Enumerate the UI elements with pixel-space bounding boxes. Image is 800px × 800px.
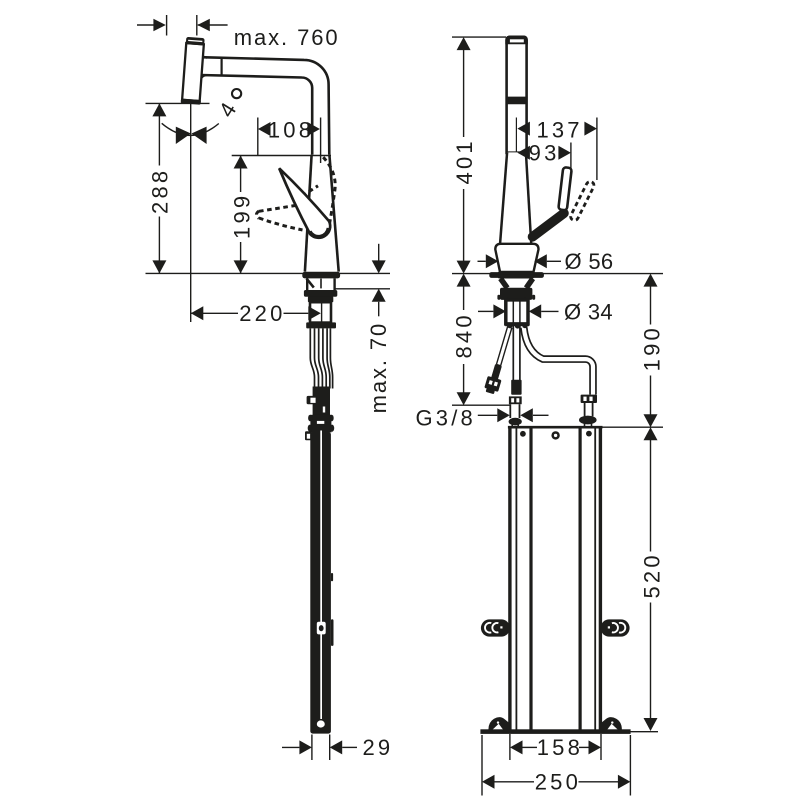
svg-text:max. 70: max. 70 [366, 322, 391, 414]
svg-text:Ø 34: Ø 34 [564, 299, 613, 324]
svg-text:137: 137 [536, 117, 582, 142]
svg-text:401: 401 [452, 138, 477, 184]
svg-text:220: 220 [239, 301, 285, 326]
svg-text:250: 250 [535, 770, 581, 795]
svg-text:max. 760: max. 760 [234, 25, 340, 50]
svg-text:29: 29 [363, 735, 394, 760]
svg-text:Ø 56: Ø 56 [565, 249, 614, 274]
svg-text:G3/8: G3/8 [416, 405, 477, 430]
svg-text:108: 108 [268, 118, 314, 143]
svg-text:158: 158 [537, 735, 583, 760]
svg-text:288: 288 [148, 168, 173, 214]
svg-text:520: 520 [640, 552, 665, 598]
svg-text:840: 840 [452, 312, 477, 358]
svg-text:190: 190 [640, 325, 665, 371]
svg-text:199: 199 [230, 193, 255, 239]
svg-text:93: 93 [529, 141, 560, 166]
